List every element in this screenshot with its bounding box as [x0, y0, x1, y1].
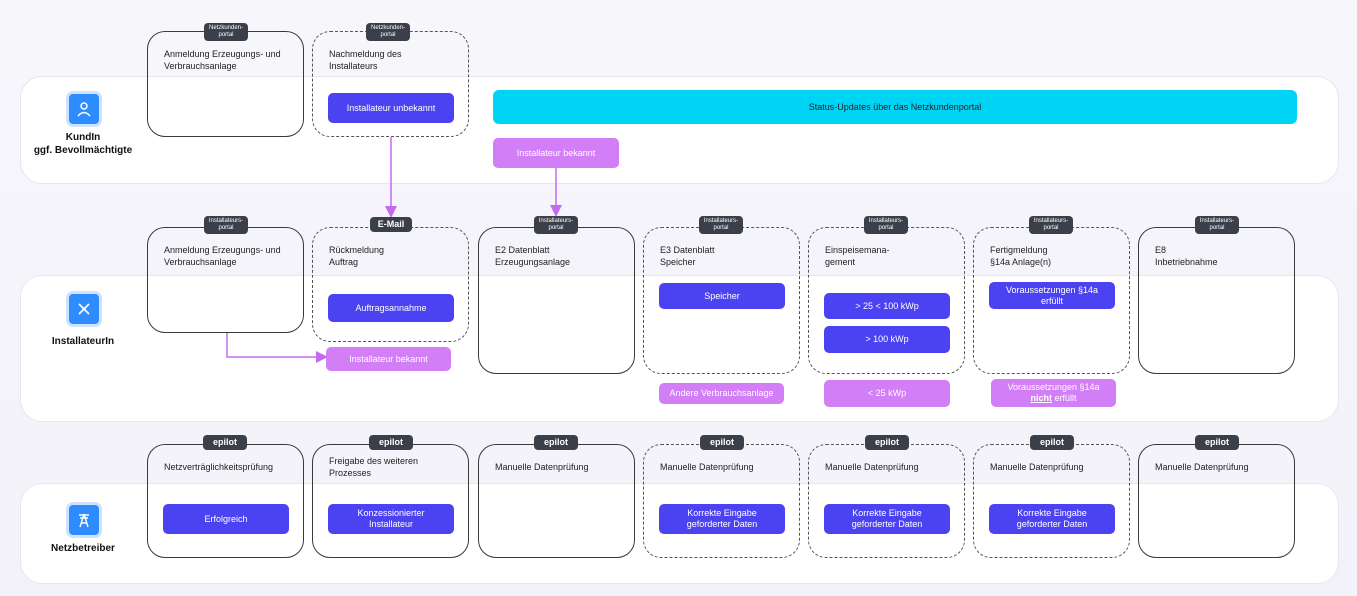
- tag-epilot: epilot: [865, 435, 909, 450]
- tag-netzkundenportal: Netzkunden- portal: [204, 23, 248, 41]
- card-title: Anmeldung Erzeugungs- und Verbrauchsanla…: [164, 245, 281, 267]
- voraussetzungen-erfuellt-button[interactable]: Voraussetzungen §14a erfüllt: [989, 282, 1115, 309]
- tag-epilot: epilot: [700, 435, 744, 450]
- card-freigabe: Freigabe des weiteren Prozesses: [312, 444, 469, 558]
- card-netzvertraeglichkeit: Netzverträglichkeitsprüfung: [147, 444, 304, 558]
- tag-netzkundenportal: Netzkunden- portal: [366, 23, 410, 41]
- card-installateur-anmeldung: Anmeldung Erzeugungs- und Verbrauchsanla…: [147, 227, 304, 333]
- tag-epilot: epilot: [1195, 435, 1239, 450]
- korrekte-eingabe-button[interactable]: Korrekte Eingabe geforderter Daten: [659, 504, 785, 534]
- person-icon: [66, 91, 102, 127]
- card-title: Manuelle Datenprüfung: [495, 462, 589, 472]
- card-title: E8 Inbetriebnahme: [1155, 245, 1218, 267]
- tools-icon: [66, 291, 102, 327]
- speicher-button[interactable]: Speicher: [659, 283, 785, 309]
- card-title: Manuelle Datenprüfung: [990, 462, 1084, 472]
- card-manuelle-datenpruefung-einspeise: Manuelle Datenprüfung: [808, 444, 965, 558]
- korrekte-eingabe-button[interactable]: Korrekte Eingabe geforderter Daten: [824, 504, 950, 534]
- card-title: Freigabe des weiteren Prozesses: [329, 456, 419, 478]
- card-manuelle-datenpruefung-e3: Manuelle Datenprüfung: [643, 444, 800, 558]
- card-title: Netzverträglichkeitsprüfung: [164, 462, 274, 472]
- card-manuelle-datenpruefung-e2: Manuelle Datenprüfung: [478, 444, 635, 558]
- tag-installateursportal: Installateurs- portal: [534, 216, 578, 234]
- erfolgreich-button[interactable]: Erfolgreich: [163, 504, 289, 534]
- erfuellt-label: erfüllt: [1051, 393, 1077, 403]
- andere-verbrauchsanlage-button[interactable]: Andere Verbrauchsanlage: [659, 383, 784, 404]
- card-title: Manuelle Datenprüfung: [660, 462, 754, 472]
- tag-installateursportal: Installateurs- portal: [204, 216, 248, 234]
- card-kundin-anmeldung: Anmeldung Erzeugungs- und Verbrauchsanla…: [147, 31, 304, 137]
- installateur-unbekannt-button[interactable]: Installateur unbekannt: [328, 93, 454, 123]
- card-manuelle-datenpruefung-e8: Manuelle Datenprüfung: [1138, 444, 1295, 558]
- installateur-bekannt-button[interactable]: Installateur bekannt: [326, 347, 451, 371]
- tag-email: E-Mail: [370, 217, 412, 232]
- power-tower-icon: [66, 502, 102, 538]
- voraussetzungen-line: Voraussetzungen §14a: [1007, 382, 1100, 392]
- arrow-to-bekannt: [226, 333, 328, 363]
- card-title: Manuelle Datenprüfung: [825, 462, 919, 472]
- installateur-bekannt-button[interactable]: Installateur bekannt: [493, 138, 619, 168]
- kwp-100-button[interactable]: > 100 kWp: [824, 326, 950, 353]
- role-label-kundin: KundIn ggf. Bevollmächtigte: [33, 132, 133, 156]
- tag-installateursportal: Installateurs- portal: [699, 216, 743, 234]
- nicht-label: nicht: [1030, 393, 1052, 403]
- status-updates-bar: Status-Updates über das Netzkundenportal: [493, 90, 1297, 124]
- nicht-erfuellt-line: nicht erfüllt: [1030, 393, 1076, 404]
- tag-epilot: epilot: [534, 435, 578, 450]
- tag-installateursportal: Installateurs- portal: [864, 216, 908, 234]
- card-title: Rückmeldung Auftrag: [329, 245, 385, 267]
- tag-epilot: epilot: [203, 435, 247, 450]
- card-title: Fertigmeldung §14a Anlage(n): [990, 245, 1052, 267]
- kwp-under-25-button[interactable]: < 25 kWp: [824, 380, 950, 407]
- card-title: E2 Datenblatt Erzeugungsanlage: [495, 245, 571, 267]
- card-title: Manuelle Datenprüfung: [1155, 462, 1249, 472]
- card-title: E3 Datenblatt Speicher: [660, 245, 715, 267]
- card-title: Anmeldung Erzeugungs- und Verbrauchsanla…: [164, 49, 281, 71]
- card-e8-inbetriebnahme: E8 Inbetriebnahme: [1138, 227, 1295, 374]
- auftragsannahme-button[interactable]: Auftragsannahme: [328, 294, 454, 322]
- tag-installateursportal: Installateurs- portal: [1029, 216, 1073, 234]
- konzessionierter-installateur-button[interactable]: Konzessionierter Installateur: [328, 504, 454, 534]
- card-manuelle-datenpruefung-fertig: Manuelle Datenprüfung: [973, 444, 1130, 558]
- card-e2-datenblatt: E2 Datenblatt Erzeugungsanlage: [478, 227, 635, 374]
- role-label-netzbetreiber: Netzbetreiber: [51, 543, 115, 554]
- card-title: Nachmeldung des Installateurs: [329, 49, 402, 71]
- kwp-25-100-button[interactable]: > 25 < 100 kWp: [824, 293, 950, 319]
- role-label-installateur: InstallateurIn: [51, 336, 115, 347]
- tag-epilot: epilot: [369, 435, 413, 450]
- voraussetzungen-nicht-erfuellt-button[interactable]: Voraussetzungen §14a nicht erfüllt: [991, 379, 1116, 407]
- tag-installateursportal: Installateurs- portal: [1195, 216, 1239, 234]
- korrekte-eingabe-button[interactable]: Korrekte Eingabe geforderter Daten: [989, 504, 1115, 534]
- card-rueckmeldung-auftrag: Rückmeldung Auftrag: [312, 227, 469, 342]
- card-title: Einspeisemana- gement: [825, 245, 890, 267]
- tag-epilot: epilot: [1030, 435, 1074, 450]
